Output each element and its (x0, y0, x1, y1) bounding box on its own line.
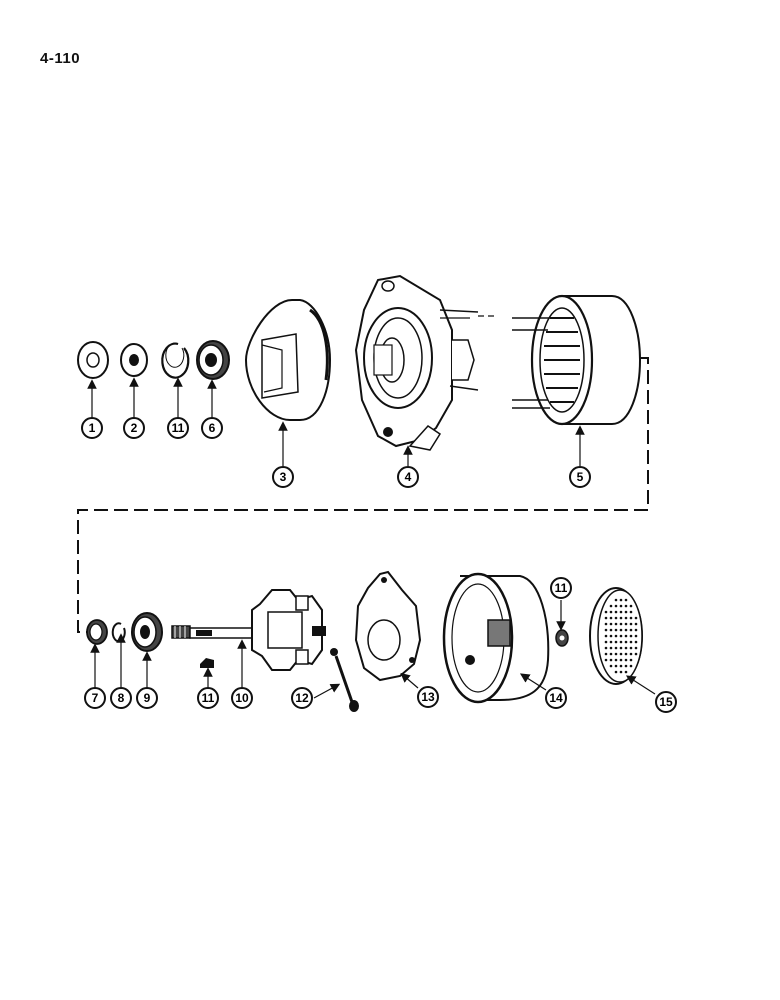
callout-13-label: 13 (421, 690, 435, 704)
callout-4: 4 (397, 466, 419, 488)
part-5-stator (512, 294, 642, 426)
callouts: 1 2 11 6 3 4 5 7 8 9 11 10 12 13 14 11 1… (81, 417, 677, 713)
part-7-bearing (86, 619, 108, 645)
part-14-rear-housing (442, 572, 550, 704)
part-12-bolt (330, 648, 359, 712)
part-4-front-housing (354, 274, 495, 451)
callout-13: 13 (417, 686, 439, 708)
callout-15: 15 (655, 691, 677, 713)
callout-2-label: 2 (131, 421, 138, 435)
part-11-snap-ring (161, 342, 190, 379)
callout-5: 5 (569, 466, 591, 488)
callout-4-label: 4 (405, 470, 412, 484)
part-11-nut (555, 629, 569, 647)
callout-11-snap-ring: 11 (167, 417, 189, 439)
callout-1: 1 (81, 417, 103, 439)
callout-6: 6 (201, 417, 223, 439)
part-1-washer (77, 341, 109, 379)
callout-15-label: 15 (659, 695, 673, 709)
callout-11-nut: 11 (550, 577, 572, 599)
callout-6-label: 6 (209, 421, 216, 435)
callout-11-key-label: 11 (202, 691, 215, 705)
callout-12: 12 (291, 687, 313, 709)
callout-5-label: 5 (577, 470, 584, 484)
part-10-rotor-shaft (171, 589, 326, 671)
page-number: 4-110 (40, 50, 81, 67)
callout-8-label: 8 (118, 691, 125, 705)
callout-8: 8 (110, 687, 132, 709)
callout-7-label: 7 (92, 691, 99, 705)
callout-3-label: 3 (280, 470, 287, 484)
callout-10-label: 10 (235, 691, 249, 705)
part-15-perforated-screen (589, 587, 643, 685)
callout-9-label: 9 (144, 691, 151, 705)
part-6-bearing (196, 340, 230, 380)
leader-lines (87, 377, 656, 699)
part-13-gasket-plate (354, 570, 422, 682)
callout-11-key: 11 (197, 687, 219, 709)
part-3-seal-plate (244, 299, 332, 421)
callout-7: 7 (84, 687, 106, 709)
callout-11-label: 11 (172, 421, 185, 435)
part-11-key (200, 658, 214, 668)
callout-9: 9 (136, 687, 158, 709)
callout-10: 10 (231, 687, 253, 709)
part-2-spacer (120, 343, 148, 377)
part-8-retaining-ring (111, 622, 126, 643)
callout-11-nut-label: 11 (555, 581, 568, 595)
callout-14: 14 (545, 687, 567, 709)
callout-3: 3 (272, 466, 294, 488)
callout-1-label: 1 (89, 421, 96, 435)
callout-2: 2 (123, 417, 145, 439)
part-9-bearing (131, 612, 163, 652)
callout-14-label: 14 (549, 691, 563, 705)
callout-12-label: 12 (295, 691, 309, 705)
assembly-dashed-connector (77, 357, 649, 633)
